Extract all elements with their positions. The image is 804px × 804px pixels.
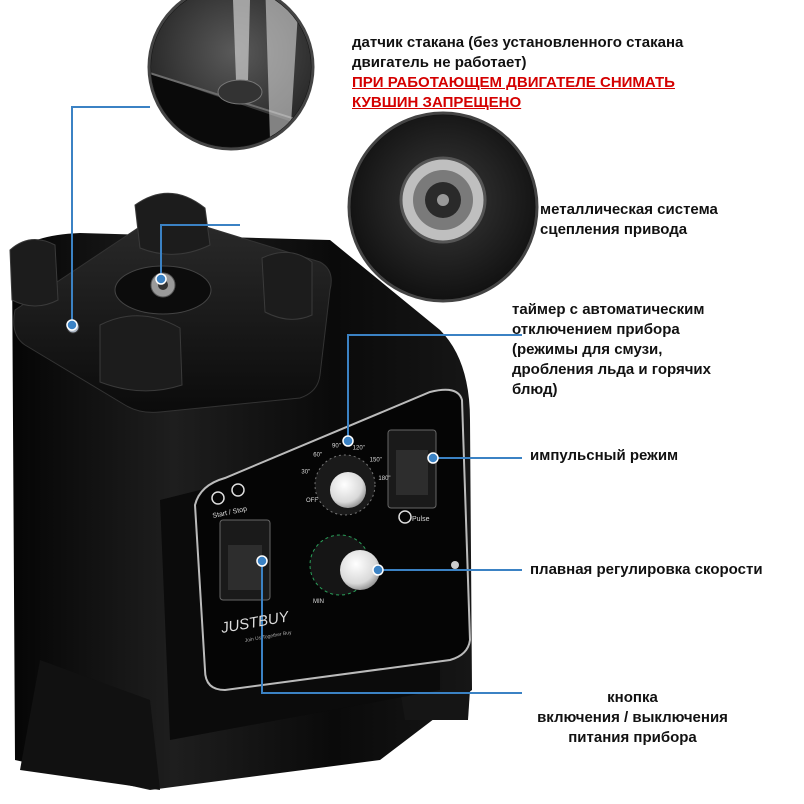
- control-panel-details: [211, 429, 459, 601]
- sensor-warning-line1: ПРИ РАБОТАЮЩЕМ ДВИГАТЕЛЕ СНИМАТЬ: [352, 74, 675, 91]
- timer-text-line1: таймер с автоматическим: [512, 301, 705, 318]
- timer-text-line2: отключением прибора: [512, 321, 680, 338]
- timer-annotation: таймер с автоматическим отключением приб…: [512, 300, 711, 400]
- timer-mark: 180": [378, 476, 390, 482]
- power-text-line1: кнопка: [607, 689, 658, 706]
- off-label: OFF: [306, 498, 318, 504]
- motor-pad: [9, 192, 332, 413]
- power-annotation: кнопка включения / выключения питания пр…: [530, 688, 735, 748]
- sensor-text-line2: двигатель не работает): [352, 54, 527, 71]
- power-text-line2: включения / выключения: [537, 709, 728, 726]
- speed-text-line1: плавная регулировка скорости: [530, 561, 763, 578]
- min-label: MIN: [313, 599, 324, 605]
- timer-text-line3: (режимы для смузи,: [512, 341, 663, 358]
- speed-annotation: плавная регулировка скорости: [530, 560, 763, 580]
- timer-mark: 150": [370, 457, 382, 463]
- drive-coupling-inset: [347, 111, 539, 303]
- drive-text-line2: сцепления привода: [540, 221, 688, 238]
- drive-annotation: металлическая система сцепления привода: [540, 200, 718, 240]
- timer-text-line5: блюд): [512, 381, 558, 398]
- sensor-text-line1: датчик стакана (без установленного стака…: [352, 34, 684, 51]
- cup-sensor-inset: [147, 0, 315, 151]
- timer-mark: 30": [301, 469, 310, 475]
- timer-mark: 90": [332, 444, 341, 450]
- pulse-text-line1: импульсный режим: [530, 447, 679, 464]
- leader-dots: [66, 273, 439, 576]
- pulse-annotation: импульсный режим: [530, 446, 678, 466]
- drive-text-line1: металлическая система: [540, 201, 718, 218]
- timer-mark: 120": [353, 445, 365, 451]
- sensor-warning-line2: КУВШИН ЗАПРЕЩЕНО: [352, 94, 522, 111]
- leader-lines: [71, 106, 522, 694]
- timer-text-line4: дробления льда и горячих: [512, 361, 711, 378]
- power-text-line3: питания прибора: [568, 729, 697, 746]
- timer-mark: 60": [313, 452, 322, 458]
- pulse-label: Pulse: [412, 516, 430, 523]
- sensor-annotation: датчик стакана (без установленного стака…: [352, 33, 683, 113]
